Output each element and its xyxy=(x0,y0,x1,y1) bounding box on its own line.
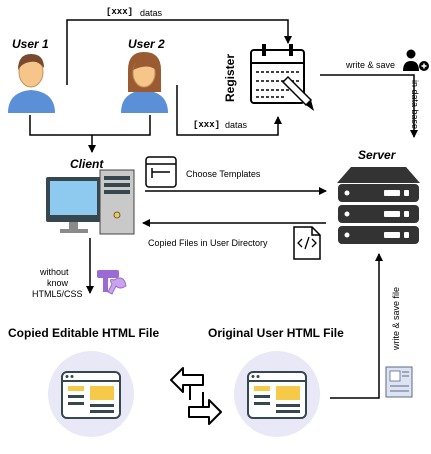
original-user-file-icon xyxy=(234,351,320,437)
edge-register-to-server xyxy=(320,74,418,138)
server-icon xyxy=(337,167,420,244)
connectors xyxy=(29,19,418,399)
label-copied-editable-file: Copied Editable HTML File xyxy=(8,326,160,340)
label-user1: User 1 xyxy=(12,37,49,51)
label-choose-templates: Choose Templates xyxy=(186,169,261,179)
label-in-database: in data base xyxy=(410,79,421,130)
label-datas-mid-tag: [xxx] xyxy=(193,120,221,130)
template-icon xyxy=(145,156,177,188)
label-know: know xyxy=(47,278,69,288)
user1-icon xyxy=(8,54,55,113)
label-datas-top-tag: [xxx] xyxy=(106,7,134,17)
edge-users-to-client xyxy=(29,115,151,152)
copied-editable-file-icon xyxy=(48,351,134,437)
pencil-icon xyxy=(281,75,314,111)
edge-user2-to-register xyxy=(176,85,282,136)
user2-icon xyxy=(121,52,168,113)
swap-arrows-icon xyxy=(170,367,222,425)
label-datas-top: datas xyxy=(140,8,163,18)
label-register: Register xyxy=(223,53,238,103)
label-write-save-file: write & save file xyxy=(391,286,402,351)
label-original-user-file: Original User HTML File xyxy=(208,326,344,340)
label-datas-mid: datas xyxy=(225,120,248,130)
computer-icon xyxy=(46,169,135,235)
label-without: without xyxy=(40,267,69,277)
label-write-save: write & save xyxy=(346,60,396,70)
edge-user1-to-register xyxy=(66,19,292,85)
tools-icon xyxy=(97,270,127,295)
label-copied-files: Copied Files in User Directory xyxy=(148,238,268,248)
edge-original-to-server xyxy=(330,253,383,399)
save-file-icon xyxy=(385,366,413,398)
code-file-icon xyxy=(293,226,321,260)
label-client: Client xyxy=(70,157,104,171)
label-user2: User 2 xyxy=(128,37,165,51)
label-html5-css: HTML5/CSS xyxy=(32,289,83,299)
label-server: Server xyxy=(358,148,396,162)
add-user-icon xyxy=(403,49,429,71)
